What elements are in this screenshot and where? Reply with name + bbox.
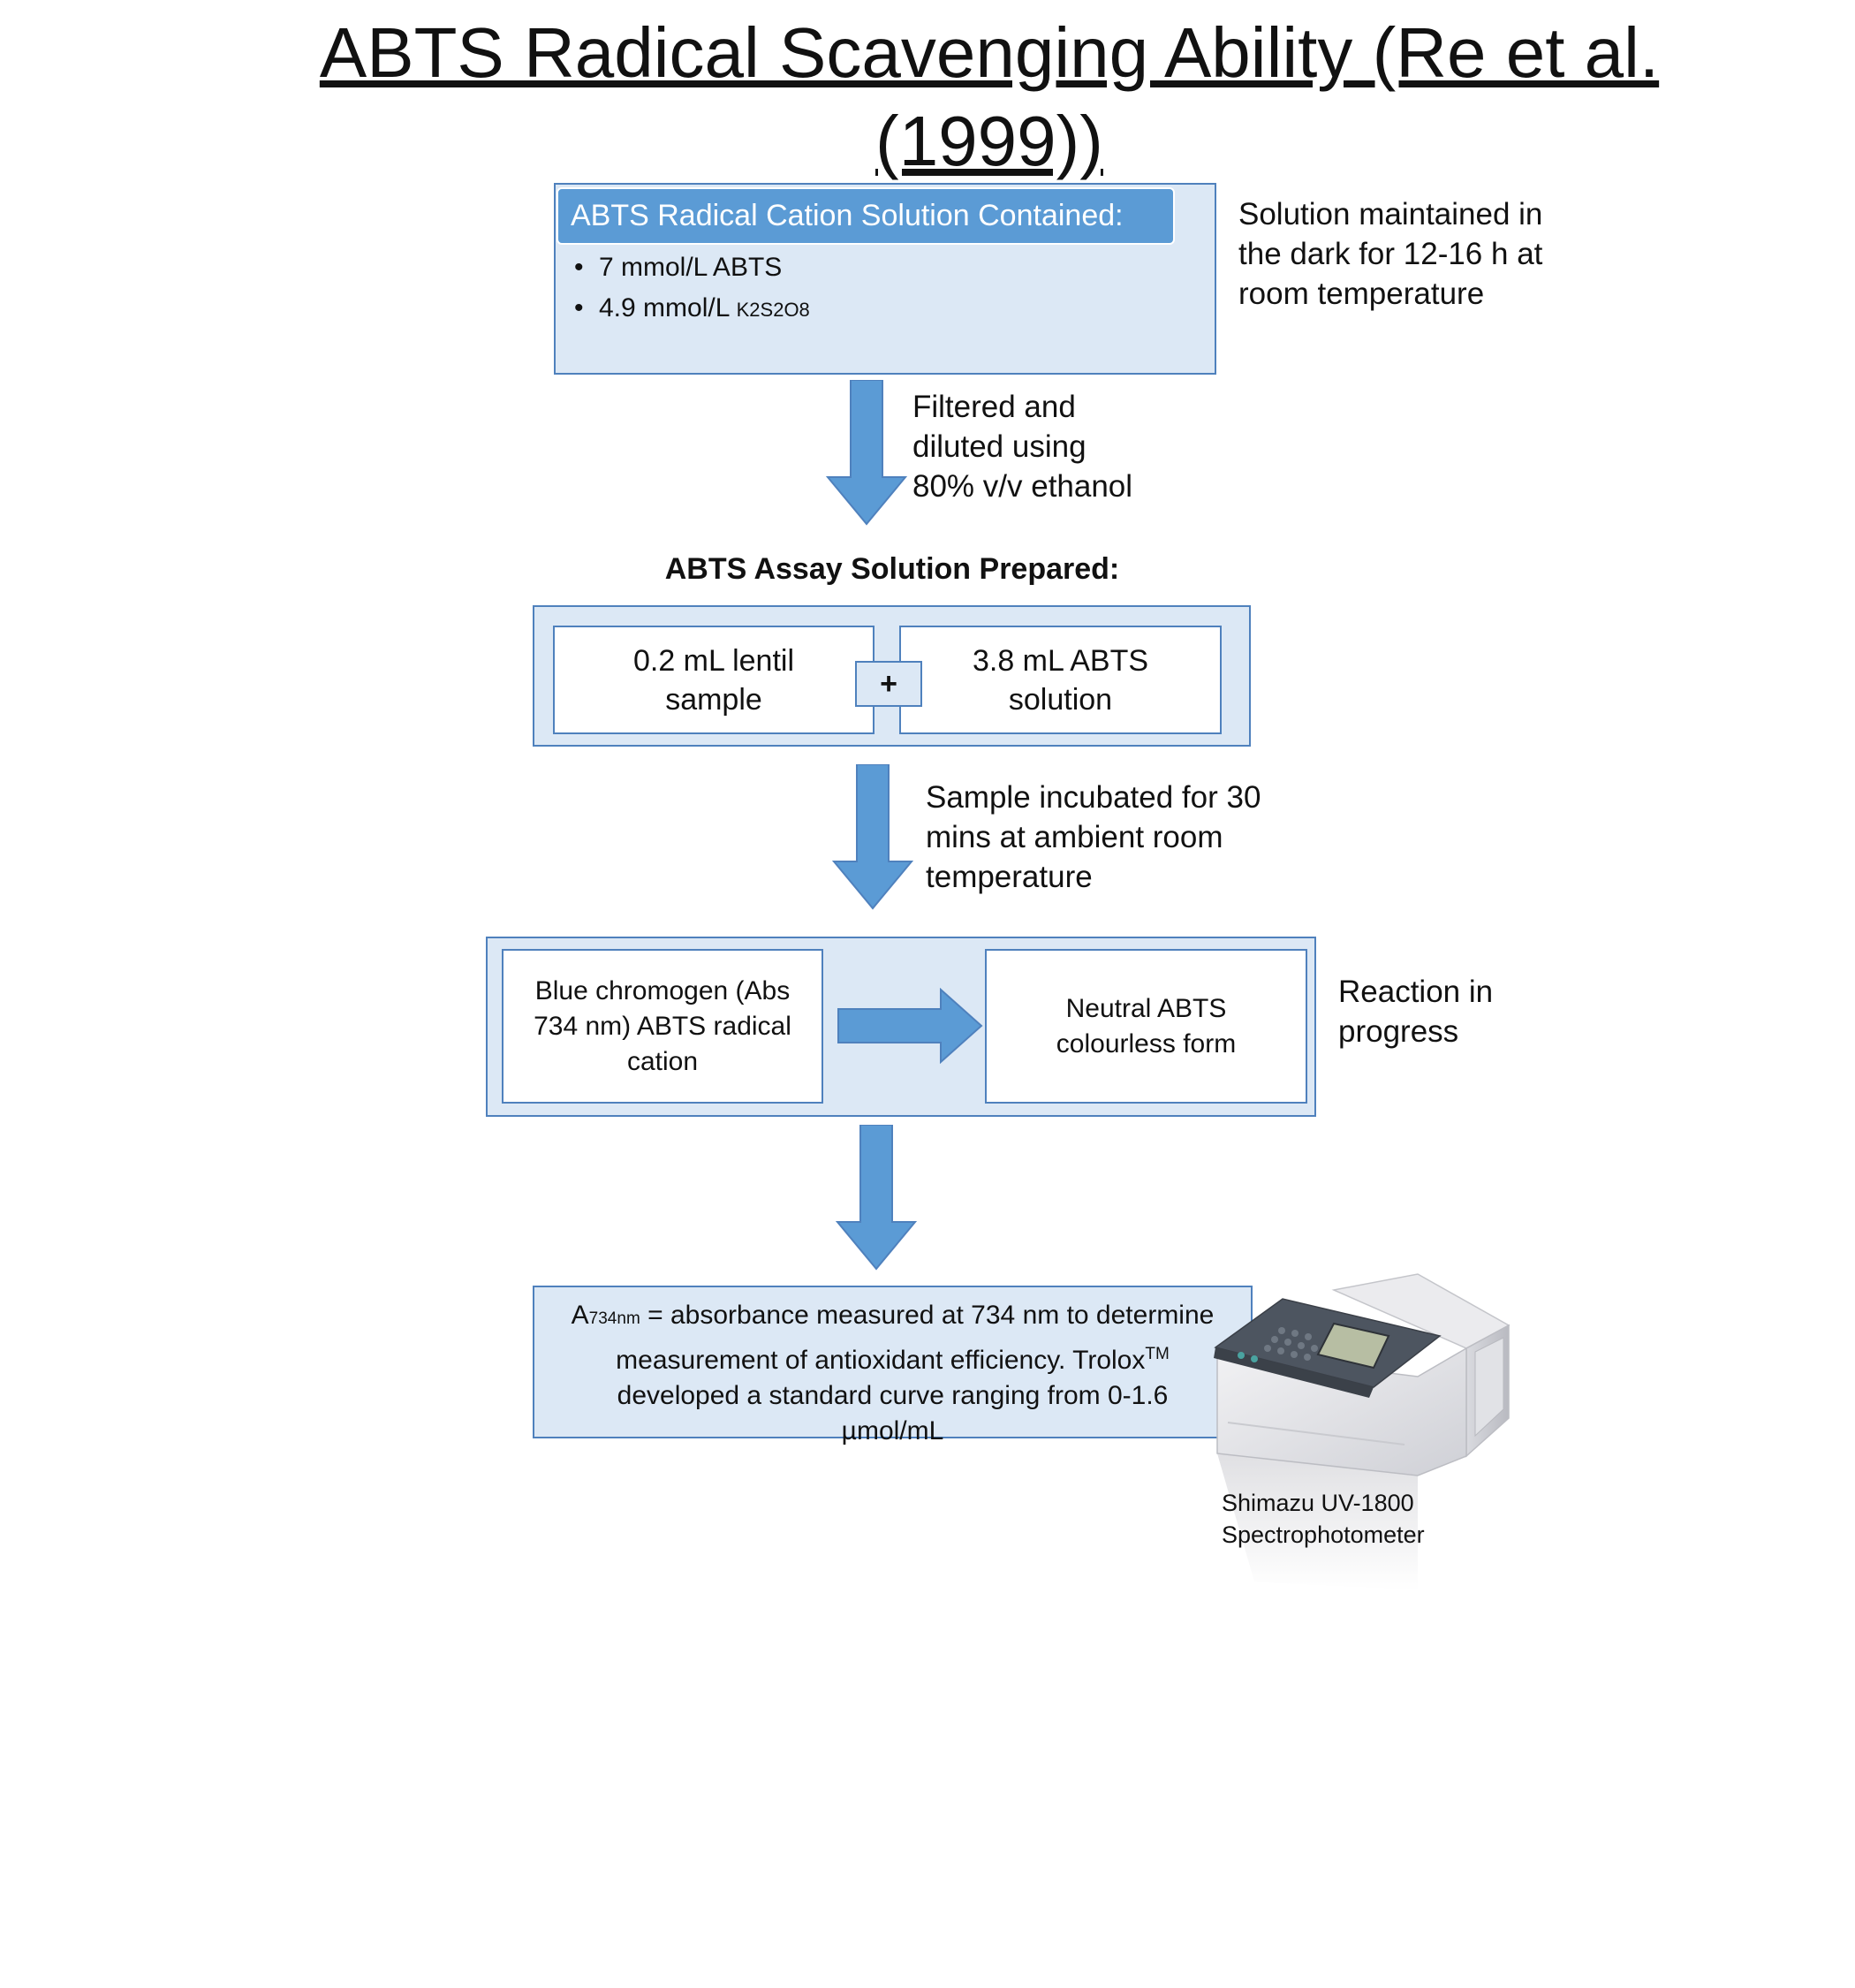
filter-dilute-note: Filtered and diluted using 80% v/v ethan… (912, 390, 1133, 504)
title-line-1: ABTS Radical Scavenging Ability (Re et a… (319, 13, 1660, 92)
spectrophotometer-image (1214, 1273, 1510, 1590)
reaction-progress-note: Reaction in progress (1338, 975, 1494, 1049)
page-title: ABTS Radical Scavenging Ability (Re et a… (265, 9, 1714, 186)
incubation-note: Sample incubated for 30 mins at ambient … (926, 780, 1261, 894)
absorbance-line-3: developed a standard curve ranging from … (617, 1381, 1169, 1410)
absorbance-line-1: A734nm = absorbance measured at 734 nm t… (571, 1301, 1215, 1330)
down-arrow-icon (836, 1125, 917, 1271)
radical-cation-header: ABTS Radical Cation Solution Contained: (556, 187, 1175, 245)
down-arrow-icon (826, 380, 907, 526)
ingredient-abts: 7 mmol/L ABTS (574, 247, 810, 288)
assay-solution-heading: ABTS Assay Solution Prepared: (664, 552, 1120, 586)
title-line-2: (1999)) (875, 102, 1103, 180)
absorbance-line-2: measurement of antioxidant efficiency. T… (616, 1345, 1170, 1375)
persulfate-formula: K2S2O8 (736, 299, 810, 321)
instrument-caption: Shimazu UV-1800 Spectrophotometer (1222, 1490, 1425, 1548)
dark-storage-note: Solution maintained in the dark for 12-1… (1238, 197, 1543, 311)
ingredient-persulfate: 4.9 mmol/L K2S2O8 (574, 288, 810, 330)
radical-cation-ingredients: 7 mmol/L ABTS 4.9 mmol/L K2S2O8 (574, 247, 810, 330)
absorbance-measurement-box: A734nm = absorbance measured at 734 nm t… (533, 1286, 1253, 1445)
absorbance-line-4: µmol/mL (841, 1416, 944, 1445)
plus-icon: + (855, 661, 922, 707)
down-arrow-icon (832, 764, 913, 910)
right-arrow-icon (837, 988, 983, 1064)
